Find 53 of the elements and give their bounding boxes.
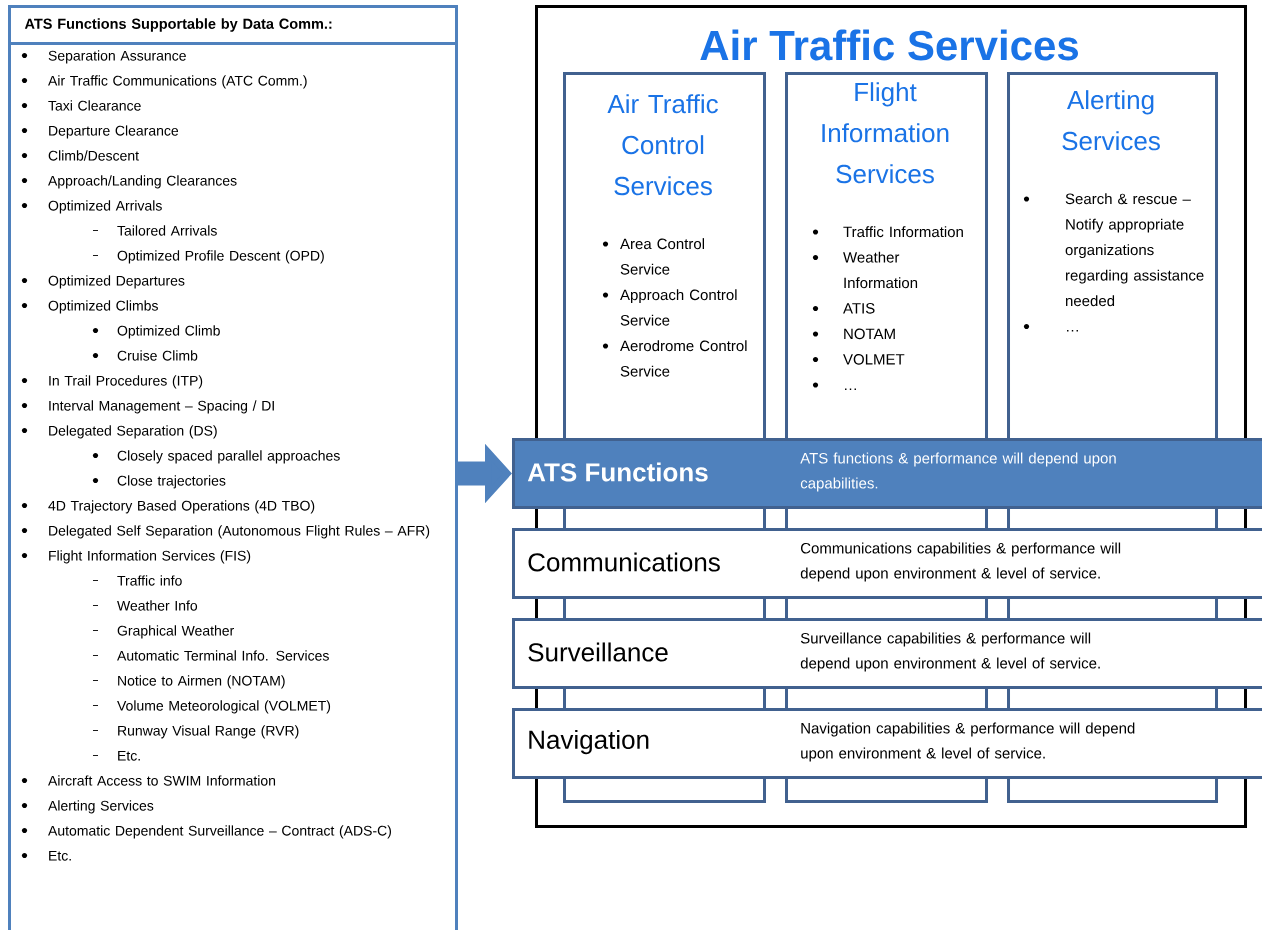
list-item: Graphical Weather xyxy=(92,625,234,639)
list-item: … xyxy=(1023,323,1078,332)
list-item: Air Traffic Communications (ATC Comm.) xyxy=(21,75,307,89)
list-item: Etc. xyxy=(92,750,140,761)
list-item: Cruise Climb xyxy=(92,350,198,361)
layer-band: Navigation Navigation capabilities & performance will depend upon environment & level of service. xyxy=(512,708,1262,779)
list-item: Aerodrome Control Service xyxy=(602,340,747,377)
list-item: Flight Information Services (FIS) xyxy=(21,550,251,564)
list-item: Weather Info xyxy=(92,600,198,611)
list-item: Optimized Profile Descent (OPD) xyxy=(92,250,324,264)
list-item: Optimized Arrivals xyxy=(21,200,162,214)
layer-band: Communications Communications capabilities & performance will depend upon environment & level of service. xyxy=(512,528,1262,599)
list-item: Approach Control Service xyxy=(602,289,737,326)
list-item: ATIS xyxy=(812,303,875,314)
list-item: Area Control Service xyxy=(602,238,704,275)
list-item: Search & rescue – Notify appropriate organizations regarding assistance needed xyxy=(1023,193,1204,307)
list-item: Aircraft Access to SWIM Information xyxy=(21,775,276,786)
list-item: Alerting Services xyxy=(21,800,154,814)
list-item: Delegated Self Separation (Autonomous Flight Rules – AFR) xyxy=(21,525,430,539)
list-item: Traffic Information xyxy=(812,226,963,238)
column-title: Alerting Services xyxy=(1062,90,1160,151)
list-item: Taxi Clearance xyxy=(21,100,141,111)
list-item: Closely spaced parallel approaches xyxy=(92,450,340,464)
list-item: Delegated Separation (DS) xyxy=(21,425,217,439)
list-item: Automatic Dependent Surveillance – Contract (ADS-C) xyxy=(21,825,391,839)
list-item: Separation Assurance xyxy=(21,50,186,64)
list-item: Optimized Climb xyxy=(92,325,220,339)
column-title: Flight Information Services xyxy=(822,82,949,184)
list-item: Notice to Airmen (NOTAM) xyxy=(92,675,285,689)
list-item: Automatic Terminal Info. Services xyxy=(92,650,329,661)
list-item: Weather Information xyxy=(812,251,918,289)
list-item: Optimized Climbs xyxy=(21,300,158,314)
list-item: Volume Meteorological (VOLMET) xyxy=(92,700,331,714)
column-title: Air Traffic Control Services xyxy=(607,94,718,196)
panel-heading: ATS Functions Supportable by Data Comm.: xyxy=(8,5,458,45)
list-item: VOLMET xyxy=(812,354,905,365)
list-item: Departure Clearance xyxy=(21,125,179,139)
list-item: Runway Visual Range (RVR) xyxy=(92,725,299,739)
list-item: Etc. xyxy=(21,850,71,861)
list-item: Climb/Descent xyxy=(21,150,139,161)
list-item: 4D Trajectory Based Operations (4D TBO) xyxy=(21,500,315,514)
list-item: Traffic info xyxy=(92,575,182,586)
section-heading: Air Traffic Services xyxy=(700,29,1078,61)
list-item: Tailored Arrivals xyxy=(92,225,217,236)
list-item: Optimized Departures xyxy=(21,275,185,289)
list-item: NOTAM xyxy=(812,328,895,340)
list-item: … xyxy=(812,382,856,390)
layer-band: Surveillance Surveillance capabilities & performance will depend upon environment & level of service. xyxy=(512,618,1262,689)
list-panel xyxy=(8,5,458,930)
list-item: In Trail Procedures (ITP) xyxy=(21,375,203,389)
list-item: Interval Management – Spacing / DI xyxy=(21,400,274,414)
list-item: Close trajectories xyxy=(92,475,226,489)
list-item: Approach/Landing Clearances xyxy=(21,175,237,189)
